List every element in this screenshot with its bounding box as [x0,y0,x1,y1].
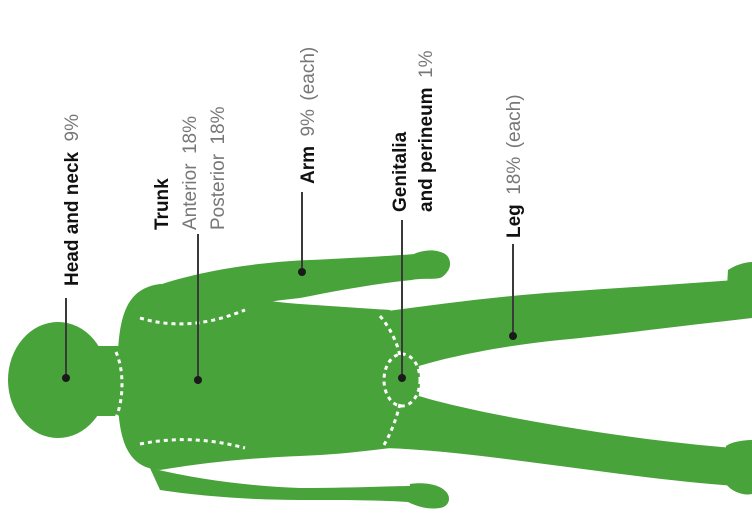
head-neck-percent-label: 9% [62,114,83,142]
svg-text:Arm 9% (each): Arm 9% (each) [298,47,319,184]
svg-text:Posterior 18%: Posterior 18% [208,106,229,230]
genitalia-percent-label: 1% [416,50,437,78]
svg-text:Leg 18% (each): Leg 18% (each) [504,94,525,238]
arm-percent-label: 9% [298,109,319,137]
torso-shape [118,284,420,470]
head-shape [8,322,108,438]
trunk-name-label: Trunk [152,178,173,230]
head-neck-name-label: Head and neck [62,151,83,286]
arm-qualifier-label: (each) [298,47,319,101]
genitalia-name-line2: and perineum [416,87,437,212]
trunk-anterior-label-group: Anterior 18% [180,116,201,230]
leg-leader-dot [509,332,517,340]
svg-text:Head and neck 9%: Head and neck 9% [62,114,83,286]
upper-hand-shape [410,250,449,278]
body-silhouette [8,250,752,508]
upper-foot-shape [726,262,752,312]
trunk-anterior-percent: 18% [180,116,201,154]
genitalia-name-line1: Genitalia [390,131,411,212]
leg-percent-label: 18% [504,157,525,195]
arm-name-label: Arm [298,146,319,184]
svg-text:and perineum 1%: and perineum 1% [416,50,437,212]
upper-leg-shape [380,278,752,372]
trunk-posterior-label-group: Posterior 18% [208,106,229,230]
head-neck-label-group: Head and neck 9% [62,114,83,286]
lower-arm-shape [150,468,449,509]
trunk-anterior-label: Anterior [180,163,201,230]
leg-qualifier-label: (each) [504,94,525,148]
arm-leader-dot [298,268,306,276]
trunk-label-group: Trunk [152,178,173,230]
lower-leg-shape [385,390,752,488]
lower-foot-shape [726,440,752,495]
trunk-posterior-percent: 18% [208,106,229,144]
genitalia-line1-group: Genitalia [390,131,411,212]
head-leader-dot [62,374,70,382]
genitalia-leader-dot [398,374,406,382]
trunk-leader-dot [194,376,202,384]
leg-label-group: Leg 18% (each) [504,94,525,238]
trunk-posterior-label: Posterior [208,153,229,230]
svg-text:Anterior 18%: Anterior 18% [180,116,201,230]
arm-label-group: Arm 9% (each) [298,47,319,184]
leg-name-label: Leg [504,204,525,238]
genitalia-line2-group: and perineum 1% [416,50,437,212]
